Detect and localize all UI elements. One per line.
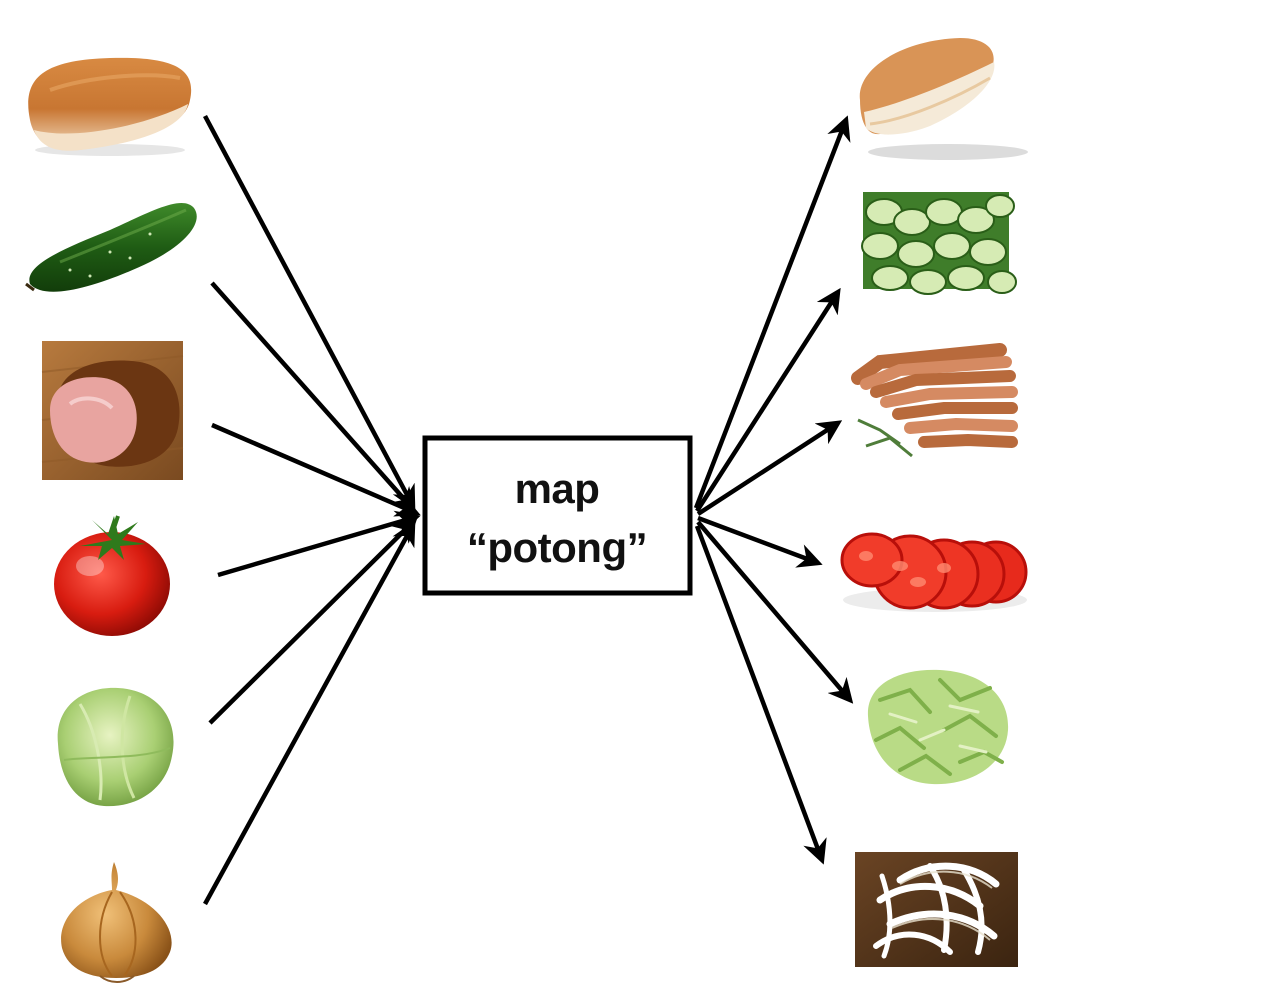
- shredded-lettuce-icon: [867, 669, 1009, 785]
- onion-icon: [61, 862, 172, 983]
- arrow-map-to-shredded-lettuce: [696, 520, 854, 704]
- input-arrows: [203, 114, 421, 906]
- hot-dog-bun-icon: [28, 57, 192, 156]
- map-process-box: map “potong”: [422, 435, 693, 596]
- arrow-map-to-cucumber-slices: [695, 287, 841, 513]
- arrow-bun-to-map: [203, 114, 416, 511]
- tomato-icon: [54, 515, 170, 636]
- map-label-line1: map: [515, 465, 600, 512]
- arrow-lettuce-to-map: [208, 517, 418, 725]
- arrow-cucumber-to-map: [210, 281, 417, 513]
- output-arrows: [693, 115, 854, 865]
- cucumber-slices-icon: [861, 192, 1017, 295]
- map-label-line2: “potong”: [467, 524, 647, 571]
- onion-slices-icon: [855, 852, 1018, 967]
- tomato-slices-icon: [840, 532, 1028, 612]
- sliced-bun-icon: [859, 38, 1028, 160]
- arrow-map-to-tomato-slices: [697, 515, 823, 568]
- arrow-map-to-sliced-bun: [693, 115, 851, 509]
- cucumber-icon: [25, 203, 197, 292]
- ham-icon: [41, 341, 184, 480]
- arrow-map-to-ham-slices: [696, 420, 843, 516]
- ham-slices-icon: [851, 342, 1018, 458]
- arrow-onion-to-map: [203, 520, 416, 906]
- arrow-tomato-to-map: [217, 510, 421, 578]
- lettuce-icon: [57, 687, 174, 807]
- arrow-ham-to-map: [211, 422, 421, 517]
- arrow-map-to-onion-slices: [694, 525, 827, 865]
